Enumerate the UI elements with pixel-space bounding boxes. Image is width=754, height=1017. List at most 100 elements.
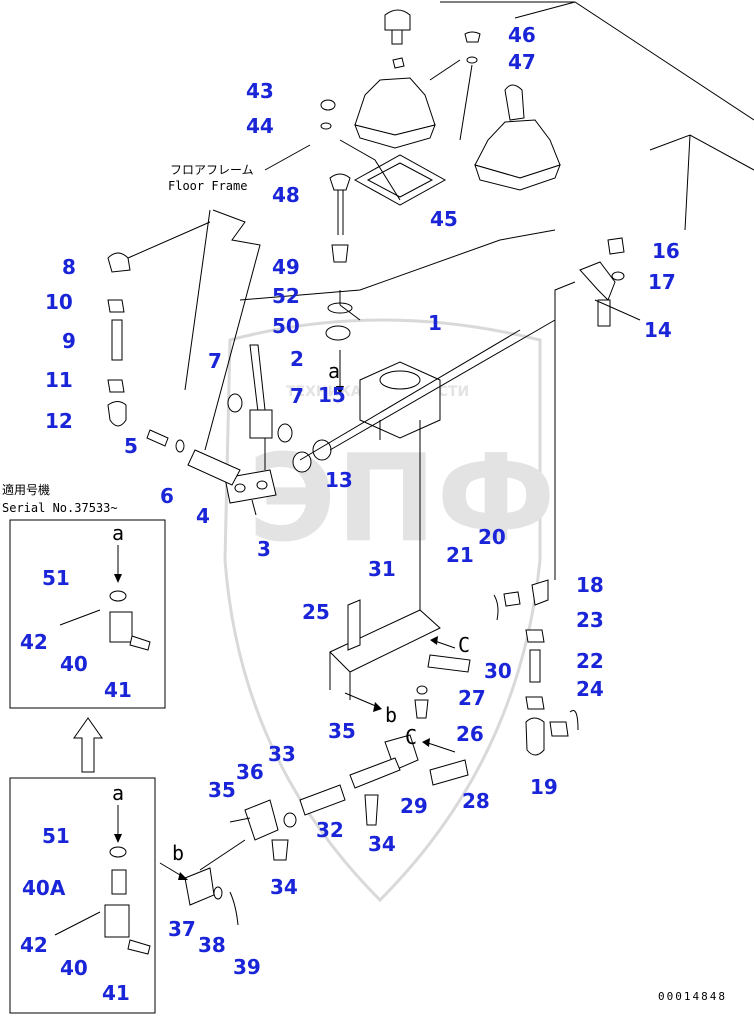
left-rod-assembly [107,221,211,427]
callout-32: 32 [316,818,344,842]
callout-10: 10 [45,290,73,314]
callout-36: 36 [236,760,264,784]
rod-end-18 [493,579,549,621]
callout-11: 11 [45,368,73,392]
callout-41-inset2: 41 [102,981,130,1005]
callout-1: 1 [428,311,442,335]
callout-40-inset2: 40 [60,956,88,980]
callout-24: 24 [576,677,604,701]
callout-40A: 40A [22,876,66,900]
control-lever-boot-left [354,9,436,149]
floor-frame-label-en: Floor Frame [168,179,247,193]
inset-box-serial [9,519,166,709]
callout-2: 2 [290,347,304,371]
callout-7-left: 7 [208,349,222,373]
view-letter-a-inset1: a [112,521,124,545]
callout-43: 43 [246,79,274,103]
callout-35-upper: 35 [328,719,356,743]
callout-46: 46 [508,23,536,47]
view-arrows [159,370,456,880]
link-37 [184,839,246,926]
callout-labels: 46 47 43 44 48 45 16 17 49 52 50 14 1 8 … [20,23,680,1005]
small-bolts-top [320,31,625,281]
callout-52: 52 [272,284,300,308]
view-letter-b-inset: b [172,841,184,865]
callout-19: 19 [530,775,558,799]
callout-42-inset2: 42 [20,933,48,957]
callout-14: 14 [644,318,672,342]
bolt-5-washer-6 [146,429,185,453]
clevis-36 [229,799,297,861]
bracket-25 [329,440,471,719]
callout-12: 12 [45,409,73,433]
callout-26: 26 [456,722,484,746]
callout-20: 20 [478,525,506,549]
callout-48: 48 [272,183,300,207]
callout-34-right: 34 [368,832,396,856]
figure-number: 00014848 [658,990,727,1003]
control-lever-boot-right [474,84,561,191]
callout-21: 21 [446,543,474,567]
callout-25: 25 [302,600,330,624]
callout-29: 29 [400,794,428,818]
right-link-14 [554,261,616,580]
callout-22: 22 [576,649,604,673]
callout-37: 37 [168,917,196,941]
bushings-7-13 [227,319,556,473]
callout-50: 50 [272,314,300,338]
bolt-48 [325,173,353,341]
link-3 [224,469,277,516]
floor-frame-label-jp: フロアフレーム [170,163,254,177]
view-letter-c-upper: C [458,633,470,657]
callout-45: 45 [430,207,458,231]
callout-35-lower: 35 [208,778,236,802]
callout-38: 38 [198,933,226,957]
watermark-big-text: ЭПФ [248,430,556,569]
callout-4: 4 [196,504,210,528]
callout-17: 17 [648,270,676,294]
view-letter-c-lower: C [405,725,417,749]
callout-49: 49 [272,255,300,279]
callout-13: 13 [325,468,353,492]
callout-34-left: 34 [270,875,298,899]
view-letter-a-inset2: a [112,781,124,805]
serial-label-en: Serial No.37533~ [2,501,118,515]
bracket-1 [359,361,441,440]
lower-lever-29 [299,734,469,826]
callout-42-inset1: 42 [20,630,48,654]
callout-44: 44 [246,114,274,138]
callout-16: 16 [652,239,680,263]
callout-18: 18 [576,573,604,597]
callout-30: 30 [484,659,512,683]
lever-2 [249,344,273,470]
callout-8: 8 [62,255,76,279]
pin-4 [187,449,241,486]
callout-28: 28 [462,789,490,813]
callout-33: 33 [268,742,296,766]
view-letter-b-main: b [385,703,397,727]
callout-27: 27 [458,686,486,710]
watermark: ТЕХНИКА И ЗАПЧАСТИ ЭПФ [223,318,556,903]
view-letter-a-main: a [328,359,340,383]
callout-3: 3 [257,537,271,561]
callout-9: 9 [62,329,76,353]
inset-arrow-up [73,717,103,773]
inset-box-standard [9,777,156,1014]
serial-label-jp: 適用号機 [2,482,50,497]
callout-23: 23 [576,608,604,632]
callout-51-inset1: 51 [42,566,70,590]
callout-31: 31 [368,557,396,581]
callout-15: 15 [318,383,346,407]
callout-7-right: 7 [290,384,304,408]
boot-plate-45 [353,154,447,206]
right-rod-assembly [525,629,579,756]
callout-41-inset1: 41 [104,678,132,702]
callout-40-inset1: 40 [60,652,88,676]
floor-frame-outline [184,1,754,451]
callout-47: 47 [508,50,536,74]
callout-51-inset2: 51 [42,824,70,848]
callout-39: 39 [233,955,261,979]
callout-6: 6 [160,484,174,508]
callout-5: 5 [124,434,138,458]
